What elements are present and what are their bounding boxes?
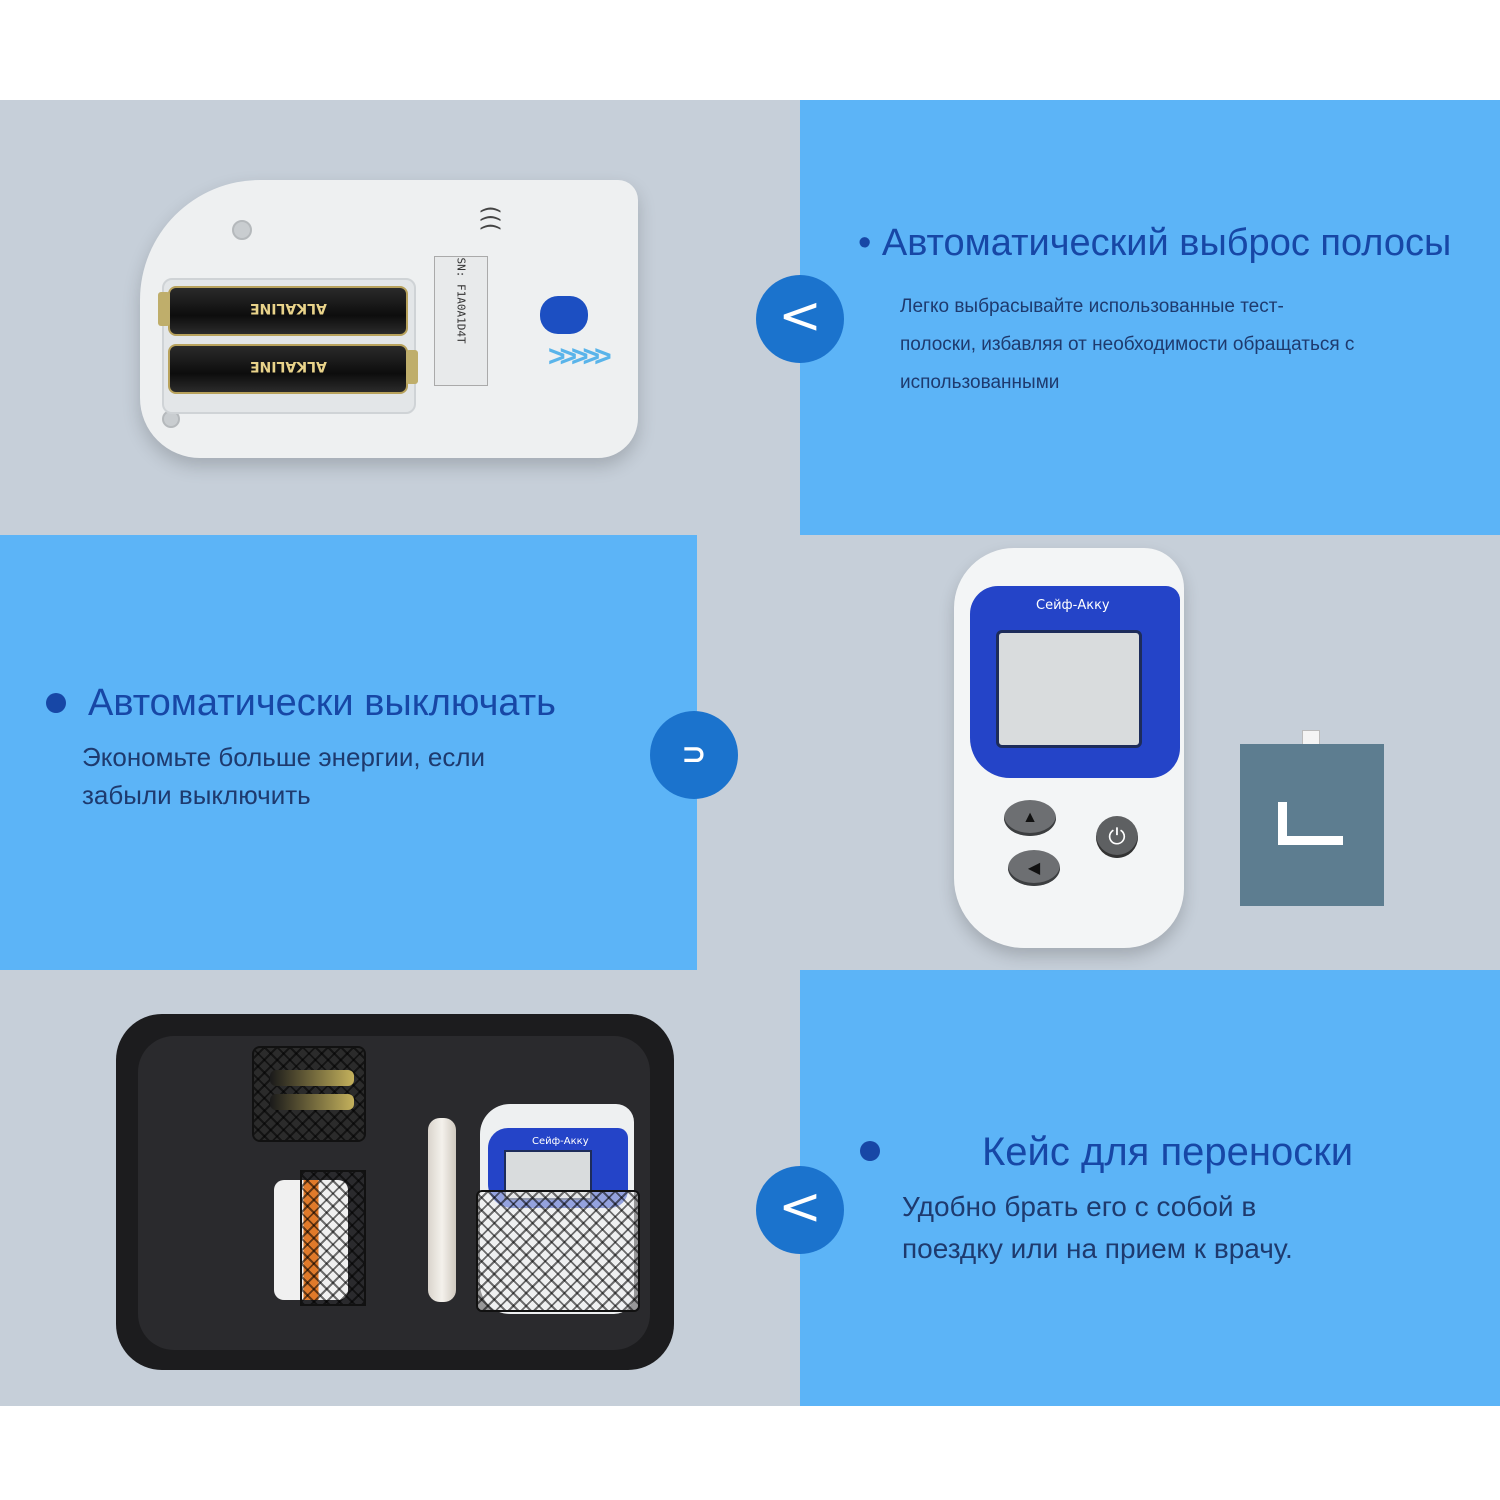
power-off-icon: ⊃ [650,711,738,799]
desc-line: использованными [900,372,1060,393]
meter-screen [996,630,1142,748]
chevron-left-icon: < [756,275,844,363]
section-desc-auto-off: Экономьте больше энергии, если забыли вы… [82,738,485,814]
row3-text-panel [800,970,1500,1406]
mini-meter-brand: Сейф-Акку [532,1136,589,1147]
battery-label: ALKALINE [250,300,327,316]
section-desc-strip-eject: Легко выбрасывайте использованные тест- … [900,288,1354,402]
vial-mesh-pocket [300,1170,366,1306]
battery-label: ALKALINE [250,358,327,374]
serial-sticker: SN: F1A0A1D4T [434,256,488,386]
section-title-carry-case: Кейс для переноски [982,1130,1354,1174]
up-button[interactable]: ▲ [1004,800,1056,836]
speaker-icon: ))) [478,205,504,232]
meter-front-image: Сейф-Акку ▲ ◀ ⏻ [948,544,1398,964]
desc-line: полоски, избавляя от необходимости обращ… [900,334,1355,355]
eject-slider[interactable] [540,296,588,334]
section-desc-carry-case: Удобно брать его с собой в поездку или н… [902,1186,1293,1270]
eject-arrows: >>>>> [548,340,612,373]
lancing-device [428,1118,456,1302]
test-strip-card [1240,744,1384,906]
section-title-auto-off: Автоматически выключать [88,682,556,724]
serial-text: SN: F1A0A1D4T [454,257,468,344]
carry-case-image: Сейф-Акку [110,1010,680,1376]
desc-line: Удобно брать его с собой в [902,1191,1257,1222]
power-button[interactable]: ⏻ [1096,816,1138,858]
down-button[interactable]: ◀ [1008,850,1060,886]
spare-batteries [270,1070,354,1086]
battery-bottom: ALKALINE [168,344,418,394]
desc-line: Легко выбрасывайте использованные тест- [900,296,1284,317]
bullet-dot [860,1141,880,1161]
l-mark-icon [1278,802,1343,845]
meter-back-image: ALKALINE ALKALINE SN: F1A0A1D4T ))) >>>>… [140,172,640,462]
section-title-strip-eject: • Автоматический выброс полосы [858,222,1452,264]
row2-text-panel [0,535,697,970]
desc-line: забыли выключить [82,780,311,810]
bullet-dot [46,693,66,713]
row1-text-panel [800,100,1500,535]
meter-mesh-pocket [476,1190,640,1312]
meter-brand-label: Сейф-Акку [1036,598,1110,613]
desc-line: Экономьте больше энергии, если [82,742,486,772]
spare-batteries [270,1094,354,1110]
screw-hole [232,220,252,240]
desc-line: поездку или на прием к врачу. [902,1233,1293,1264]
chevron-left-icon: < [756,1166,844,1254]
battery-top: ALKALINE [158,286,408,336]
